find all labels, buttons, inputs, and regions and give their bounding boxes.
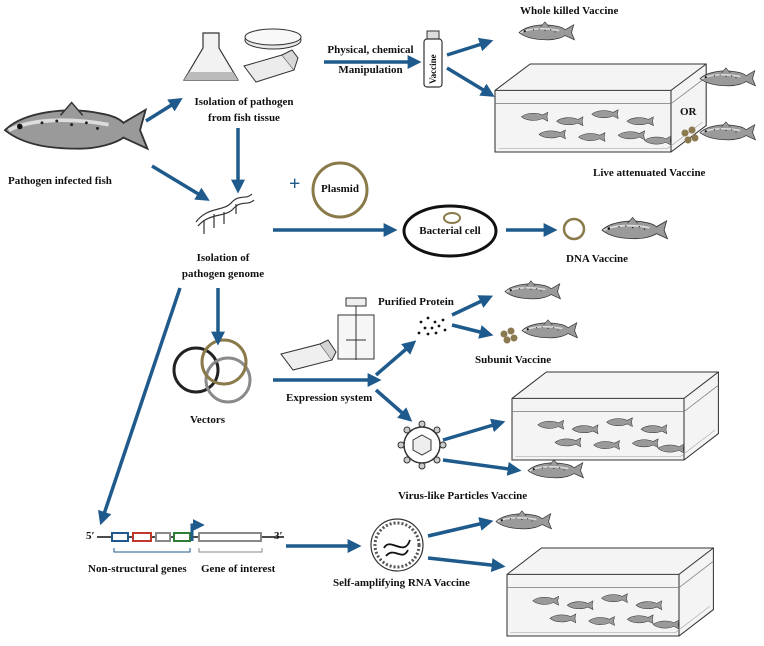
isolation-genome-label-line1: Isolation of [196, 252, 250, 264]
adjuvant-particles [681, 126, 699, 144]
bacterial-cell-label: Bacterial cell [419, 225, 481, 237]
gene-construct [97, 519, 284, 553]
vaccinated-fish-dna [601, 216, 669, 240]
plasmid-label: Plasmid [321, 183, 359, 195]
gene-of-interest-label: Gene of interest [201, 563, 276, 575]
subunit-vaccine-label: Subunit Vaccine [475, 354, 552, 366]
pathogen-genome-image [195, 193, 255, 234]
flow-arrows [98, 37, 558, 573]
vlp-vaccine-label: Virus-like Particles Vaccine [398, 490, 528, 502]
fish-tank-live-attenuated [494, 63, 707, 153]
sarna-fish [495, 510, 553, 530]
subunit-adjuvant [500, 327, 518, 344]
sarna-vaccine-label: Self-amplifying RNA Vaccine [333, 577, 470, 589]
fish-tank-sarna [506, 547, 714, 637]
isolation-genome-label-line2: pathogen genome [181, 268, 265, 280]
purified-protein-dots [417, 316, 447, 336]
vectors-image [172, 338, 252, 404]
subunit-fish-2 [521, 319, 579, 339]
vaccinated-fish-whole-killed [518, 21, 576, 41]
dna-vaccine-label: DNA Vaccine [566, 253, 629, 265]
infected-fish-image [3, 100, 150, 151]
vaccine-bottle-image: Vaccine [423, 30, 443, 88]
pathogen-infected-fish-label: Pathogen infected fish [8, 175, 112, 187]
three-prime-label: 3′ [274, 530, 283, 542]
five-prime-label: 5′ [86, 530, 95, 542]
plus-sign: + [289, 173, 301, 195]
live-attenuated-vaccine-label: Live attenuated Vaccine [593, 167, 706, 179]
expression-system-label: Expression system [286, 392, 373, 404]
whole-killed-vaccine-label: Whole killed Vaccine [520, 5, 619, 17]
vlp-particle-image [397, 420, 447, 470]
expression-system-image [280, 297, 375, 371]
vectors-label: Vectors [190, 414, 226, 426]
isolation-pathogen-label-line2: from fish tissue [208, 112, 280, 124]
isolation-pathogen-label-line1: Isolation of pathogen [194, 96, 294, 108]
dna-vaccine-plasmid [562, 217, 586, 241]
subunit-fish-1 [504, 280, 562, 300]
vlp-fish [527, 459, 585, 479]
live-fish-1 [699, 67, 757, 87]
or-label: OR [680, 106, 697, 118]
physical-chemical-label: Physical, chemical [327, 44, 414, 56]
lab-glassware-image [182, 28, 302, 83]
fish-tank-vlp [511, 371, 719, 461]
plasmid-ring [311, 161, 369, 219]
purified-protein-label: Purified Protein [378, 296, 454, 308]
manipulation-label: Manipulation [338, 64, 403, 76]
bacterial-cell-image [402, 204, 498, 258]
vaccine-bottle-label: Vaccine [428, 54, 438, 84]
live-fish-2 [699, 121, 757, 141]
sarna-particle-image [370, 518, 424, 572]
non-structural-genes-label: Non-structural genes [88, 563, 187, 575]
